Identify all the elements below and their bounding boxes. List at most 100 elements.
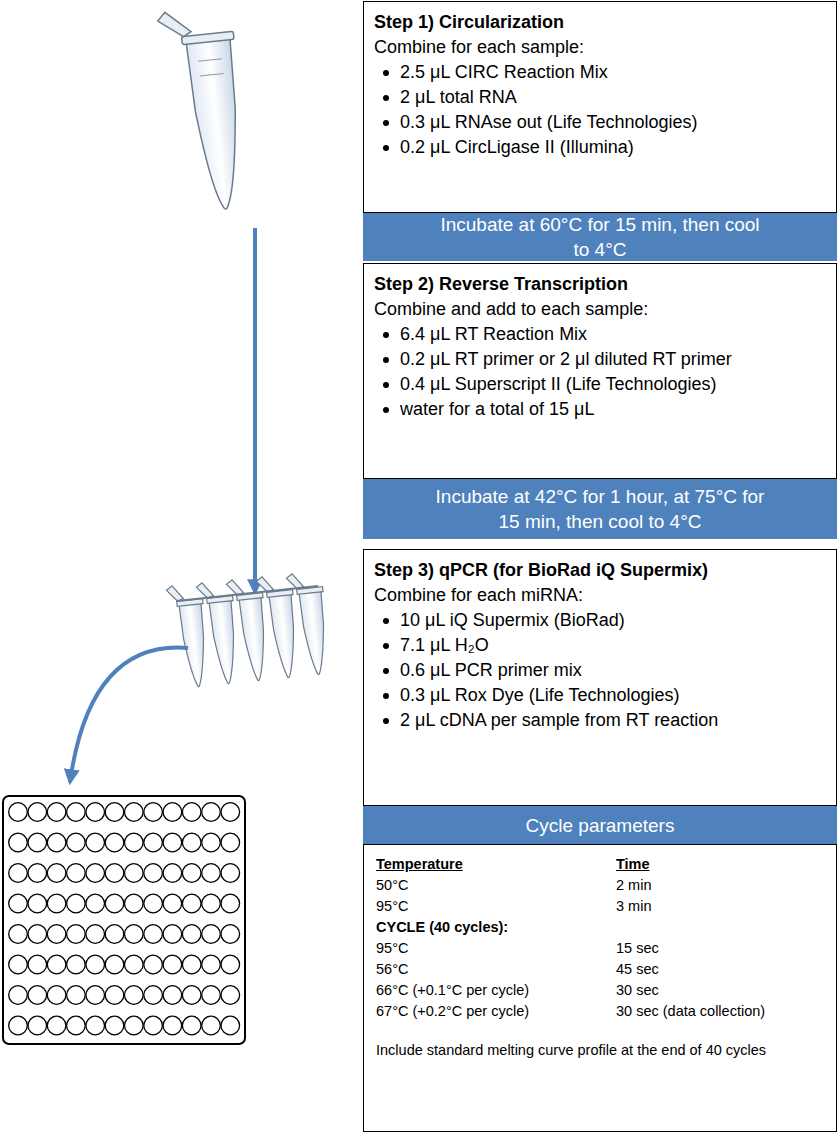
step-box: Step 3) qPCR (for BioRad iQ Supermix)Com…	[363, 549, 837, 806]
reagent-item: 2 μL cDNA per sample from RT reaction	[374, 708, 826, 733]
plate-well	[221, 833, 240, 852]
plate-well	[125, 986, 144, 1005]
plate-well	[105, 1016, 124, 1035]
plate-well	[163, 1016, 182, 1035]
plate-well	[163, 925, 182, 944]
plate-well	[182, 1016, 201, 1035]
plate-well	[144, 925, 163, 944]
plate-well	[9, 864, 28, 883]
reagent-item: 0.6 μL PCR primer mix	[374, 658, 826, 683]
plate-well	[163, 864, 182, 883]
table-cell: Time	[616, 855, 650, 874]
flow-arrow	[70, 648, 188, 782]
plate-well	[202, 925, 221, 944]
table-cell: 95°C	[376, 939, 408, 958]
plate-well	[202, 986, 221, 1005]
plate-well	[202, 833, 221, 852]
plate-well	[86, 864, 105, 883]
plate-well	[28, 803, 47, 822]
plate-well	[144, 986, 163, 1005]
plate-well	[28, 955, 47, 974]
table-cell: 56°C	[376, 960, 408, 979]
plate-well	[144, 1016, 163, 1035]
plate-well	[125, 833, 144, 852]
plate-well	[86, 925, 105, 944]
step-intro: Combine for each miRNA:	[374, 583, 826, 608]
qpcr-plate	[3, 796, 245, 1044]
incubation-band: Cycle parameters	[363, 806, 837, 844]
table-cell: CYCLE (40 cycles):	[376, 918, 508, 937]
plate-well	[144, 864, 163, 883]
plate-well	[28, 864, 47, 883]
plate-well	[47, 833, 66, 852]
plate-well	[67, 894, 86, 913]
plate-well	[125, 864, 144, 883]
plate-well	[182, 955, 201, 974]
tube-strip	[166, 571, 332, 689]
incubation-band: Incubate at 42°C for 1 hour, at 75°C for…	[363, 479, 837, 539]
step-intro: Combine and add to each sample:	[374, 297, 826, 322]
reagent-item: 0.3 μL Rox Dye (Life Technologies)	[374, 683, 826, 708]
band-label: Incubate at 60°C for 15 min, then cool t…	[433, 212, 767, 262]
plate-well	[9, 833, 28, 852]
table-cell: 67°C (+0.2°C per cycle)	[376, 1002, 529, 1021]
plate-well	[125, 803, 144, 822]
sample-tube	[157, 5, 252, 214]
reagent-item: water for a total of 15 μL	[374, 397, 826, 422]
step-heading: Step 2) Reverse Transcription	[374, 272, 826, 297]
plate-well	[67, 986, 86, 1005]
plate-well	[182, 894, 201, 913]
plate-well	[221, 925, 240, 944]
step-heading: Step 3) qPCR (for BioRad iQ Supermix)	[374, 558, 826, 583]
table-cell: 30 sec	[616, 981, 659, 1000]
plate-well	[163, 803, 182, 822]
plate-well	[67, 803, 86, 822]
plate-well	[182, 833, 201, 852]
table-cell: 15 sec	[616, 939, 659, 958]
plate-well	[105, 864, 124, 883]
plate-well	[28, 925, 47, 944]
plate-well	[47, 864, 66, 883]
plate-well	[9, 1016, 28, 1035]
plate-well	[125, 1016, 144, 1035]
table-cell: Include standard melting curve profile a…	[376, 1041, 766, 1060]
plate-well	[105, 894, 124, 913]
plate-well	[221, 955, 240, 974]
plate-well	[28, 894, 47, 913]
plate-well	[86, 803, 105, 822]
flow-arrow	[253, 228, 257, 592]
plate-well	[28, 986, 47, 1005]
table-cell: 2 min	[616, 876, 651, 895]
plate-well	[105, 833, 124, 852]
plate-well	[221, 864, 240, 883]
plate-well	[67, 925, 86, 944]
plate-well	[221, 986, 240, 1005]
plate-well	[67, 1016, 86, 1035]
plate-well	[182, 864, 201, 883]
plate-well	[125, 894, 144, 913]
table-cell: 95°C	[376, 897, 408, 916]
table-cell: 66°C (+0.1°C per cycle)	[376, 981, 529, 1000]
reagent-item: 0.2 μL RT primer or 2 μl diluted RT prim…	[374, 347, 826, 372]
table-cell: Temperature	[376, 855, 463, 874]
plate-well	[47, 955, 66, 974]
cycle-table: TemperatureTime50°C2 min95°C3 minCYCLE (…	[363, 844, 837, 1132]
plate-well	[86, 986, 105, 1005]
plate-well	[67, 955, 86, 974]
plate-well	[9, 803, 28, 822]
plate-well	[144, 955, 163, 974]
band-label: Cycle parameters	[526, 813, 675, 838]
reagent-item: 0.4 μL Superscript II (Life Technologies…	[374, 372, 826, 397]
plate-well	[9, 955, 28, 974]
plate-well	[105, 986, 124, 1005]
plate-well	[47, 986, 66, 1005]
plate-well	[9, 894, 28, 913]
plate-well	[221, 803, 240, 822]
plate-well	[125, 925, 144, 944]
plate-well	[125, 955, 144, 974]
step-box: Step 1) CircularizationCombine for each …	[363, 1, 837, 213]
plate-well	[221, 1016, 240, 1035]
plate-well	[144, 833, 163, 852]
step-heading: Step 1) Circularization	[374, 10, 826, 35]
